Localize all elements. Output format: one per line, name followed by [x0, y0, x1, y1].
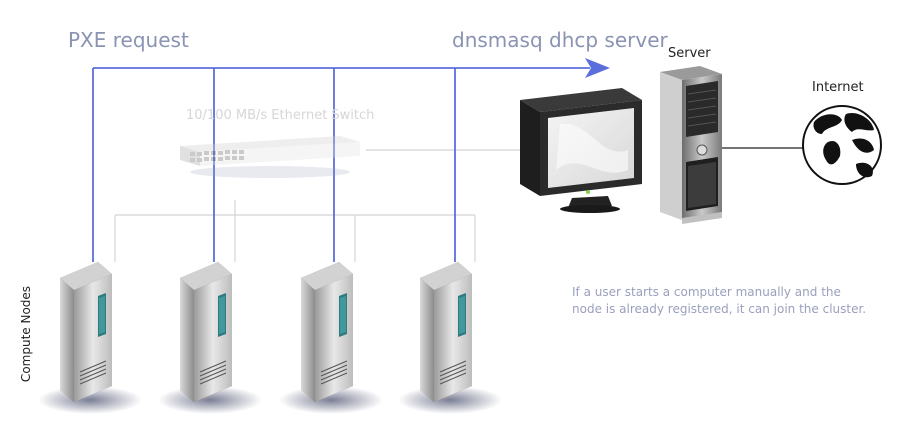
rack-server-icon [157, 261, 263, 415]
rack-server-icon [37, 261, 143, 415]
rack-server-icon [397, 261, 503, 415]
note-line-2: node is already registered, it can join … [572, 302, 867, 316]
ethernet-switch-icon [180, 136, 360, 178]
pxe-request-label: PXE request [68, 28, 189, 52]
pxe-request-lines [92, 67, 590, 262]
globe-icon [802, 105, 882, 185]
internet-label: Internet [812, 80, 864, 95]
tower-server-icon [660, 66, 722, 224]
ethernet-wiring [114, 149, 520, 262]
switch-label: 10/100 MB/s Ethernet Switch [186, 108, 375, 123]
compute-nodes-label: Compute Nodes [19, 285, 33, 383]
note-line-1: If a user starts a computer manually and… [572, 285, 841, 299]
monitor-icon [520, 88, 642, 213]
rack-server-icon [278, 261, 384, 415]
pxe-arrowhead [585, 58, 610, 78]
dhcp-server-label: dnsmasq dhcp server [452, 28, 668, 52]
registration-note: If a user starts a computer manually and… [572, 284, 892, 318]
server-label: Server [668, 46, 711, 61]
